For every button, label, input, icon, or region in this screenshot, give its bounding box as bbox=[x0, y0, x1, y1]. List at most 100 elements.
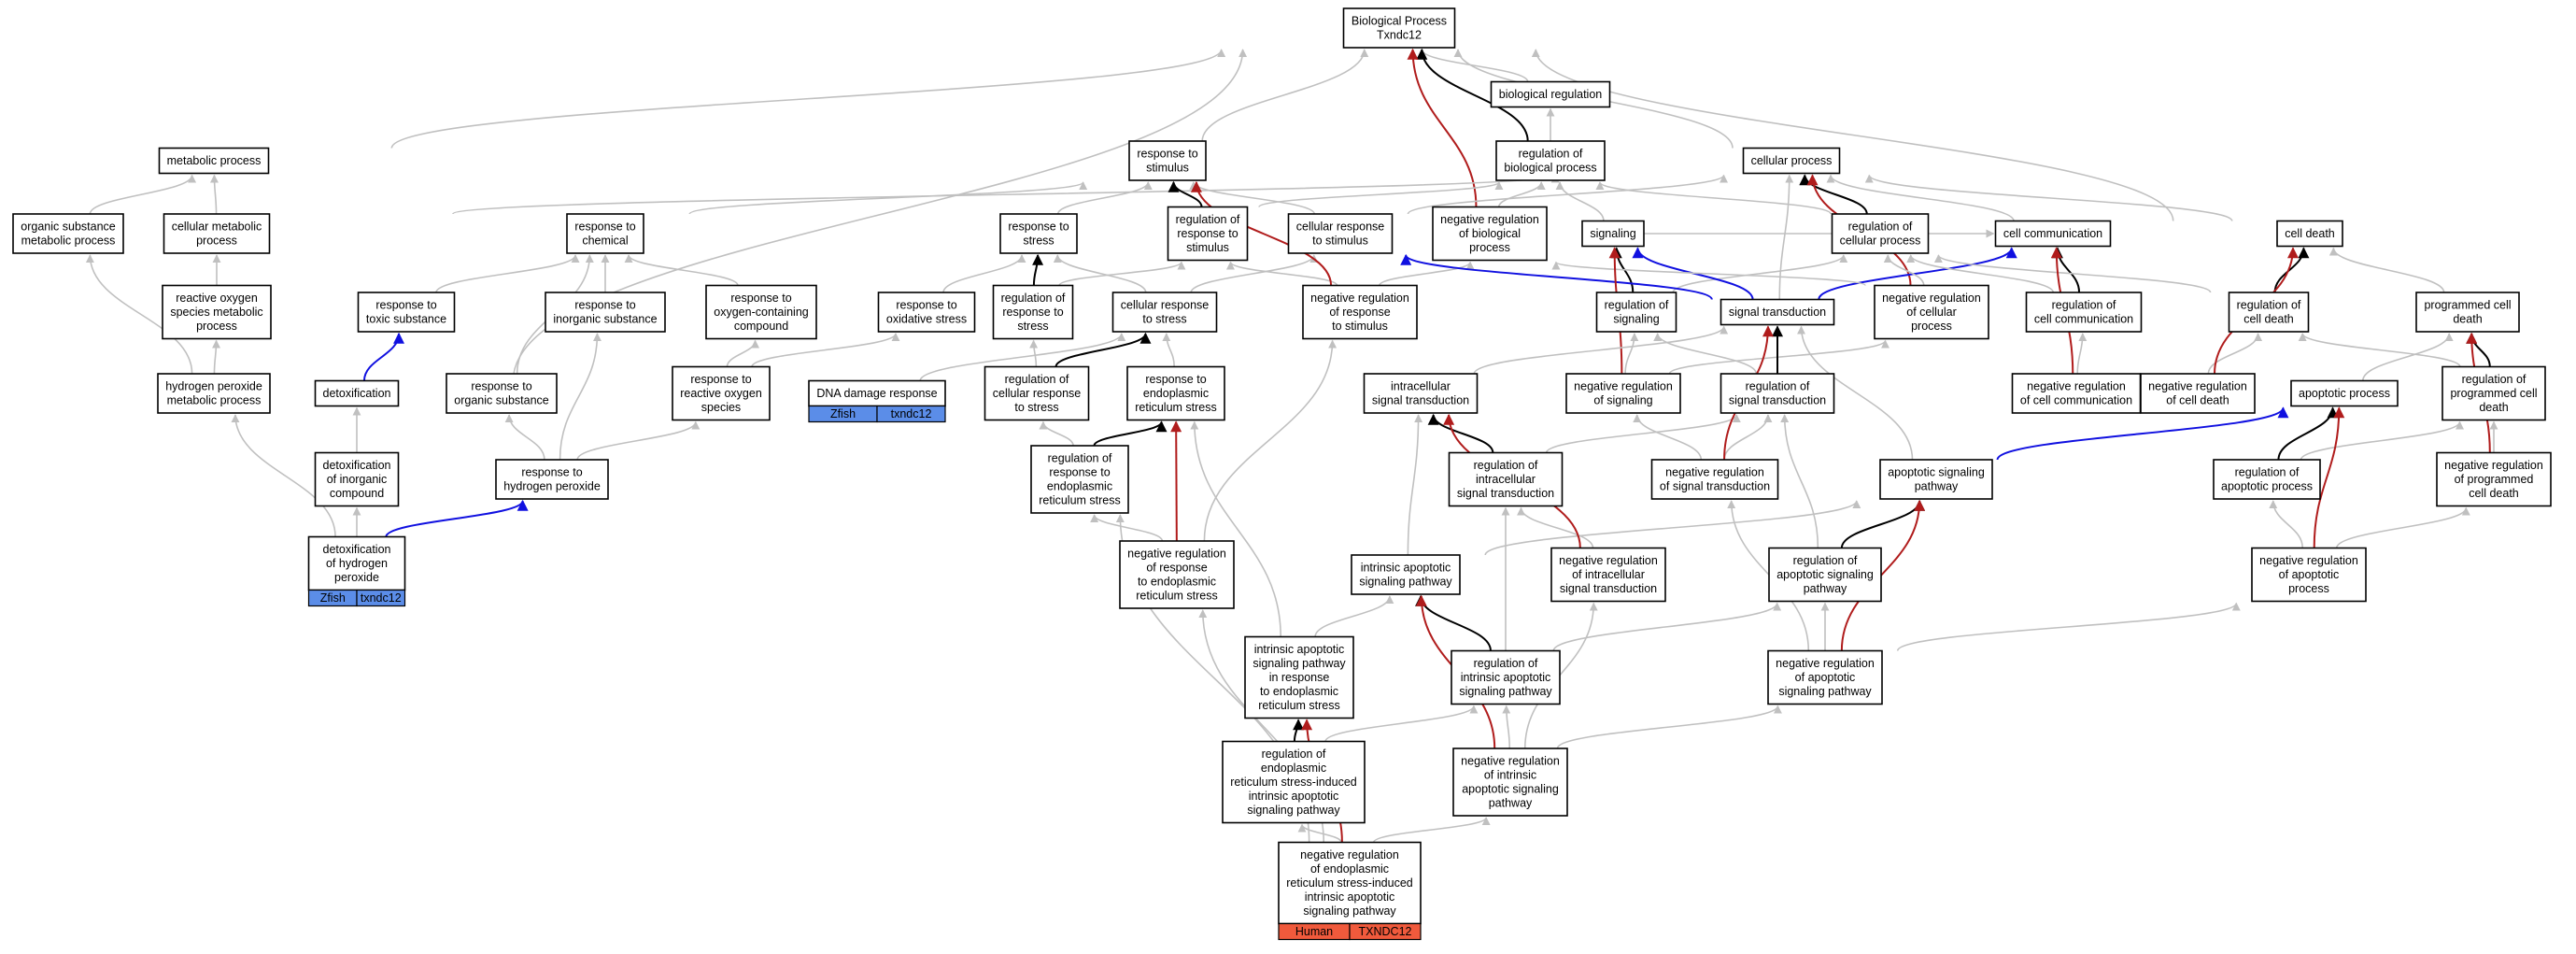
node-label-line: cellular response bbox=[993, 387, 1082, 400]
go-term-node[interactable]: biological regulation bbox=[1490, 80, 1611, 108]
node-box bbox=[1650, 459, 1779, 500]
node-label-line: programmed cell bbox=[2450, 387, 2537, 400]
node-box bbox=[566, 213, 644, 254]
node-label-line: endoplasmic bbox=[1261, 762, 1326, 775]
go-term-node[interactable]: metabolic process bbox=[158, 147, 270, 175]
relation-edge-black bbox=[1032, 253, 1044, 286]
node-label-line: regulation of bbox=[1474, 459, 1538, 472]
node-box bbox=[1767, 649, 1883, 705]
node-label-line: response to bbox=[690, 373, 751, 386]
node-label-line: regulation of bbox=[1793, 554, 1858, 567]
node-label-line: negative regulation bbox=[1440, 213, 1539, 226]
node-box bbox=[1119, 540, 1235, 609]
node-label-line: to stimulus bbox=[1332, 320, 1388, 333]
go-term-node[interactable]: detoxification bbox=[314, 379, 400, 407]
go-term-node[interactable]: apoptotic process bbox=[2290, 379, 2399, 407]
relation-edge-gray bbox=[1203, 339, 1338, 542]
node-label-line: biological regulation bbox=[1499, 88, 1603, 101]
go-term-node[interactable]: cell death bbox=[2276, 220, 2343, 248]
node-label-line: apoptotic signaling bbox=[1462, 783, 1559, 796]
node-label-line: reactive oxygen bbox=[680, 387, 762, 400]
relation-edge-gray bbox=[751, 333, 900, 367]
go-term-node[interactable]: signaling bbox=[1581, 220, 1645, 248]
relation-edge-gray bbox=[1373, 817, 1491, 844]
node-label-line: response to bbox=[1008, 221, 1069, 234]
node-label-line: intrinsic apoptotic bbox=[1305, 890, 1395, 904]
go-term-node[interactable]: cellular process bbox=[1742, 147, 1841, 175]
node-label-line: regulation of bbox=[1005, 373, 1069, 386]
node-box bbox=[1720, 298, 1835, 326]
relation-edge-gray bbox=[1551, 261, 1866, 287]
relation-edge-gray bbox=[209, 174, 219, 215]
node-box bbox=[1451, 649, 1561, 705]
node-box bbox=[314, 451, 400, 507]
go-term-node[interactable]: cell communication bbox=[1994, 220, 2112, 248]
node-box bbox=[1126, 365, 1225, 421]
node-label-line: of response bbox=[1329, 306, 1390, 319]
node-label-line: hydrogen peroxide bbox=[503, 480, 601, 493]
go-term-node[interactable]: signal transduction bbox=[1720, 298, 1835, 326]
node-box bbox=[1768, 547, 1882, 603]
node-label-line: death bbox=[2479, 401, 2508, 414]
relation-edge-gray bbox=[1056, 181, 1153, 215]
relation-edge-gray bbox=[919, 333, 1126, 381]
